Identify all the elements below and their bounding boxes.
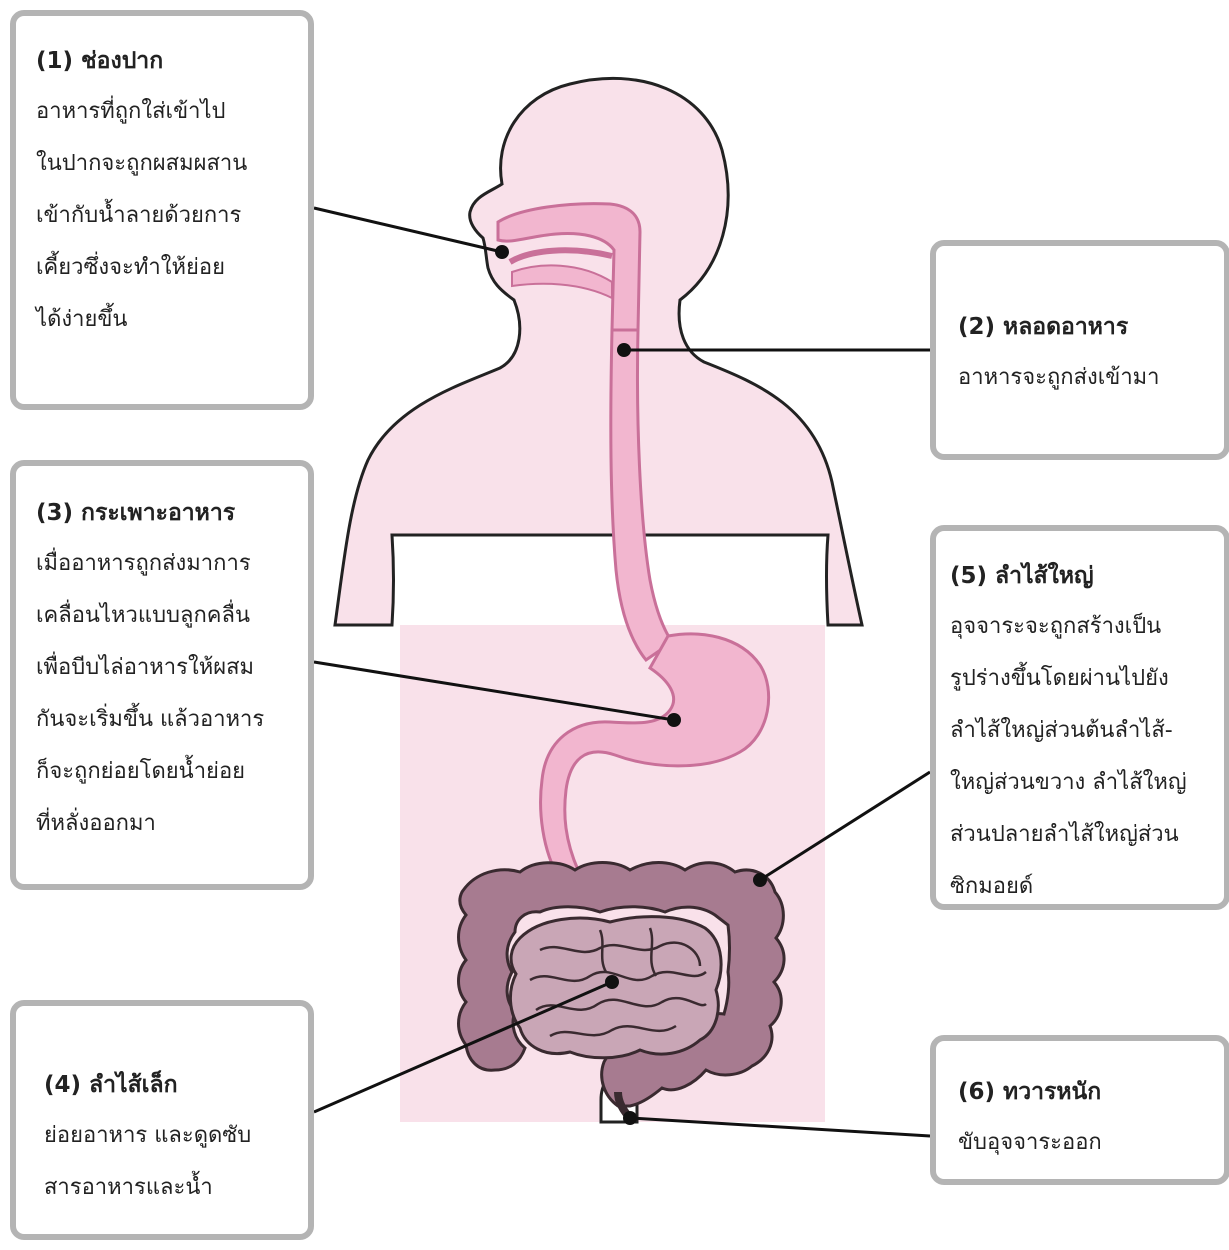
label-line: ก็จะถูกย่อยโดยน้ำย่อย: [36, 746, 308, 798]
label-line: ได้ง่ายขึ้น: [36, 294, 308, 346]
label-line: ขับอุจจาระออก: [958, 1117, 1224, 1169]
dot-anus: [623, 1111, 637, 1125]
label-line: ซิกมอยด์: [950, 861, 1224, 913]
label-line: เคลื่อนไหวแบบลูกคลื่น: [36, 590, 308, 642]
label-box-esophagus: (2) หลอดอาหาร อาหารจะถูกส่งเข้ามา: [930, 240, 1229, 460]
label-box-large-intestine: (5) ลำไส้ใหญ่ อุจจาระจะถูกสร้างเป็น รูปร…: [930, 525, 1229, 910]
dot-esophagus: [617, 343, 631, 357]
label-line: ลำไส้ใหญ่ส่วนต้นลำไส้-: [950, 705, 1224, 757]
label-line: อาหารจะถูกส่งเข้ามา: [958, 352, 1224, 404]
label-title: (3) กระเพาะอาหาร: [36, 498, 308, 528]
label-box-anus: (6) ทวารหนัก ขับอุจจาระออก: [930, 1035, 1229, 1185]
label-line: ในปากจะถูกผสมผสาน: [36, 138, 308, 190]
label-box-small-intestine: (4) ลำไส้เล็ก ย่อยอาหาร และดูดซับ สารอาห…: [10, 1000, 314, 1240]
body-silhouette: [335, 78, 862, 625]
label-line: เมื่ออาหารถูกส่งมาการ: [36, 538, 308, 590]
label-title: (6) ทวารหนัก: [958, 1077, 1224, 1107]
label-title: (5) ลำไส้ใหญ่: [950, 561, 1224, 591]
label-box-mouth: (1) ช่องปาก อาหารที่ถูกใส่เข้าไป ในปากจะ…: [10, 10, 314, 410]
dot-stomach: [667, 713, 681, 727]
label-box-stomach: (3) กระเพาะอาหาร เมื่ออาหารถูกส่งมาการ เ…: [10, 460, 314, 890]
label-line: ใหญ่ส่วนขวาง ลำไส้ใหญ่: [950, 757, 1224, 809]
label-line: รูปร่างขึ้นโดยผ่านไปยัง: [950, 653, 1224, 705]
label-line: ที่หลั่งออกมา: [36, 798, 308, 850]
label-line: เคี้ยวซึ่งจะทำให้ย่อย: [36, 242, 308, 294]
label-title: (2) หลอดอาหาร: [958, 312, 1224, 342]
label-title: (4) ลำไส้เล็ก: [44, 1070, 308, 1100]
dot-small-intestine: [605, 975, 619, 989]
label-line: สารอาหารและน้ำ: [44, 1162, 308, 1214]
dot-mouth: [495, 245, 509, 259]
label-line: เข้ากับน้ำลายด้วยการ: [36, 190, 308, 242]
label-line: เพื่อบีบไล่อาหารให้ผสม: [36, 642, 308, 694]
label-title: (1) ช่องปาก: [36, 46, 308, 76]
label-line: กันจะเริ่มขึ้น แล้วอาหาร: [36, 694, 308, 746]
dot-large-intestine: [753, 873, 767, 887]
label-line: ย่อยอาหาร และดูดซับ: [44, 1110, 308, 1162]
label-line: อาหารที่ถูกใส่เข้าไป: [36, 86, 308, 138]
label-line: อุจจาระจะถูกสร้างเป็น: [950, 601, 1224, 653]
label-line: ส่วนปลายลำไส้ใหญ่ส่วน: [950, 809, 1224, 861]
